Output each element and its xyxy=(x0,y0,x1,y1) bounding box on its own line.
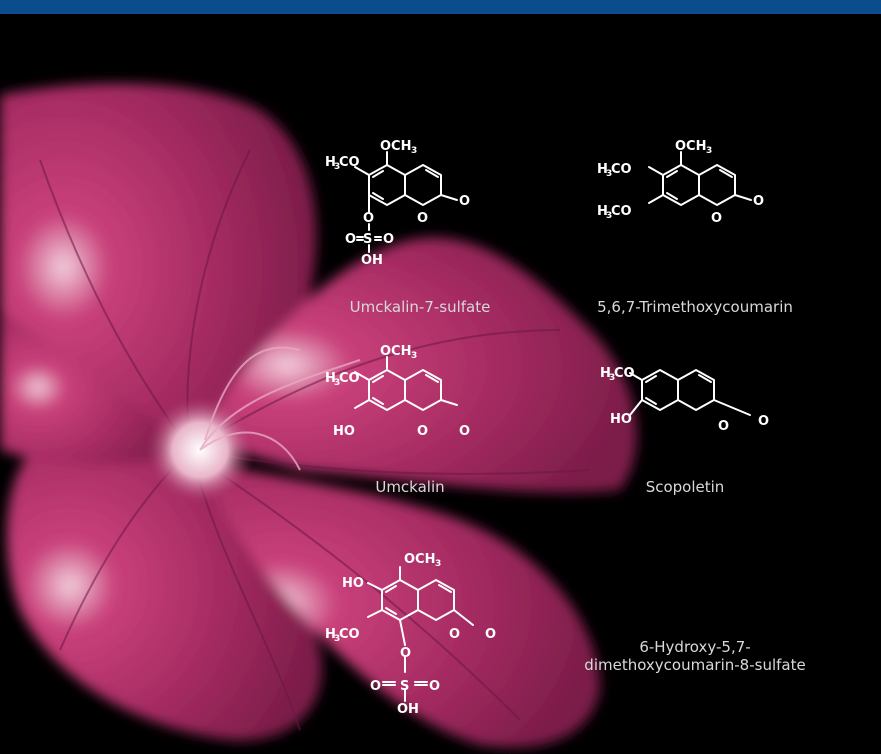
svg-text:OCH: OCH xyxy=(675,139,706,154)
svg-text:OCH: OCH xyxy=(380,344,411,359)
svg-text:O: O xyxy=(711,211,722,226)
svg-text:H: H xyxy=(597,204,608,219)
svg-text:3: 3 xyxy=(334,378,340,388)
svg-text:CO: CO xyxy=(339,627,360,642)
svg-text:3: 3 xyxy=(411,146,417,156)
svg-text:CO: CO xyxy=(611,162,632,177)
compound-label: Umckalin-7-sulfate xyxy=(349,298,491,316)
svg-text:H: H xyxy=(325,155,336,170)
svg-text:3: 3 xyxy=(706,146,712,156)
svg-text:O: O xyxy=(363,211,374,226)
svg-text:O: O xyxy=(758,414,769,429)
compound-label: 6-Hydroxy-5,7- dimethoxycoumarin-8-sulfa… xyxy=(584,638,806,674)
svg-text:O: O xyxy=(417,424,428,439)
svg-text:O: O xyxy=(718,419,729,434)
svg-text:O: O xyxy=(429,679,440,694)
svg-text:O: O xyxy=(449,627,460,642)
svg-text:3: 3 xyxy=(606,211,612,221)
svg-text:CO: CO xyxy=(614,366,635,381)
svg-text:HO: HO xyxy=(333,424,355,439)
svg-text:S: S xyxy=(400,679,409,694)
svg-text:O: O xyxy=(400,646,411,661)
svg-text:O: O xyxy=(345,232,356,247)
svg-text:OCH: OCH xyxy=(404,552,435,567)
header-bar xyxy=(0,0,881,14)
svg-text:OCH: OCH xyxy=(380,139,411,154)
svg-text:H: H xyxy=(325,371,336,386)
svg-text:H: H xyxy=(325,627,336,642)
svg-text:HO: HO xyxy=(610,412,632,427)
compound-label: Scopoletin xyxy=(645,478,725,496)
svg-text:OH: OH xyxy=(361,253,383,268)
compound-label: 5,6,7-Trimethoxycoumarin xyxy=(597,298,793,316)
svg-text:H: H xyxy=(600,366,611,381)
svg-text:S: S xyxy=(363,232,372,247)
svg-text:O: O xyxy=(485,627,496,642)
svg-text:CO: CO xyxy=(611,204,632,219)
svg-text:3: 3 xyxy=(411,351,417,361)
svg-text:3: 3 xyxy=(334,634,340,644)
svg-text:3: 3 xyxy=(609,373,615,383)
svg-text:O: O xyxy=(459,194,470,209)
svg-text:OH: OH xyxy=(397,702,419,717)
svg-text:O: O xyxy=(370,679,381,694)
svg-text:3: 3 xyxy=(435,559,441,569)
svg-text:HO: HO xyxy=(342,576,364,591)
compound-label: Umckalin xyxy=(375,478,445,496)
svg-text:O: O xyxy=(417,211,428,226)
svg-text:3: 3 xyxy=(334,162,340,172)
svg-text:CO: CO xyxy=(339,155,360,170)
svg-text:O: O xyxy=(753,194,764,209)
svg-text:3: 3 xyxy=(606,169,612,179)
svg-text:O: O xyxy=(459,424,470,439)
svg-text:CO: CO xyxy=(339,371,360,386)
svg-text:H: H xyxy=(597,162,608,177)
svg-text:O: O xyxy=(383,232,394,247)
